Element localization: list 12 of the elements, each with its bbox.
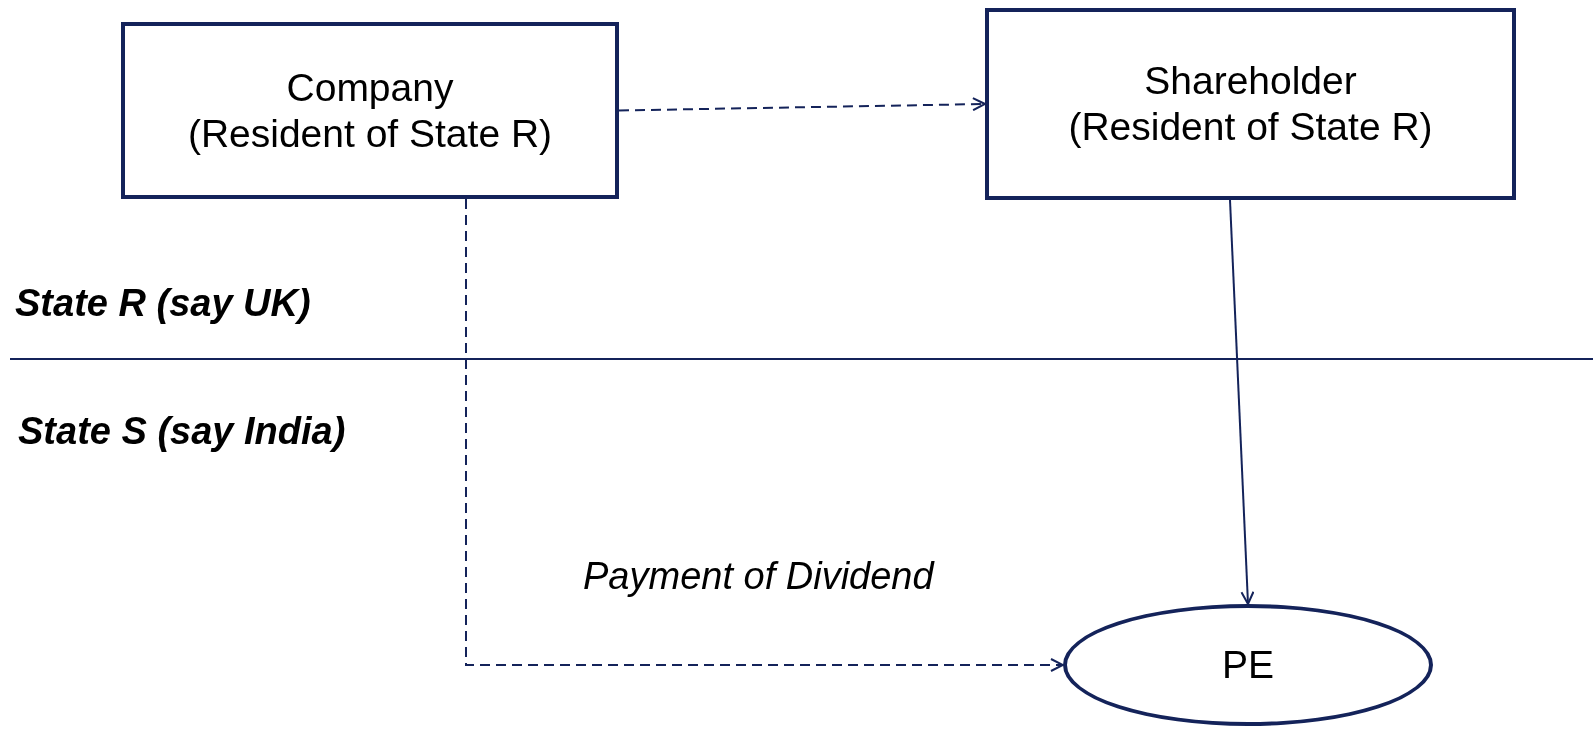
entity-residence: (Resident of State R) bbox=[1068, 104, 1433, 150]
dashed-arrow bbox=[465, 198, 1064, 672]
entity-name: Shareholder bbox=[1144, 58, 1357, 104]
region-label: State S (say India) bbox=[18, 410, 346, 453]
entity-name: Company bbox=[286, 64, 454, 111]
node-text: PE bbox=[1222, 642, 1274, 688]
entity-box bbox=[985, 8, 1516, 200]
arrow bbox=[1229, 199, 1255, 605]
region-label: State R (say UK) bbox=[15, 282, 311, 325]
entity-residence: (Resident of State R) bbox=[187, 110, 553, 157]
entity-box bbox=[121, 22, 619, 199]
dashed-arrow bbox=[618, 97, 986, 112]
